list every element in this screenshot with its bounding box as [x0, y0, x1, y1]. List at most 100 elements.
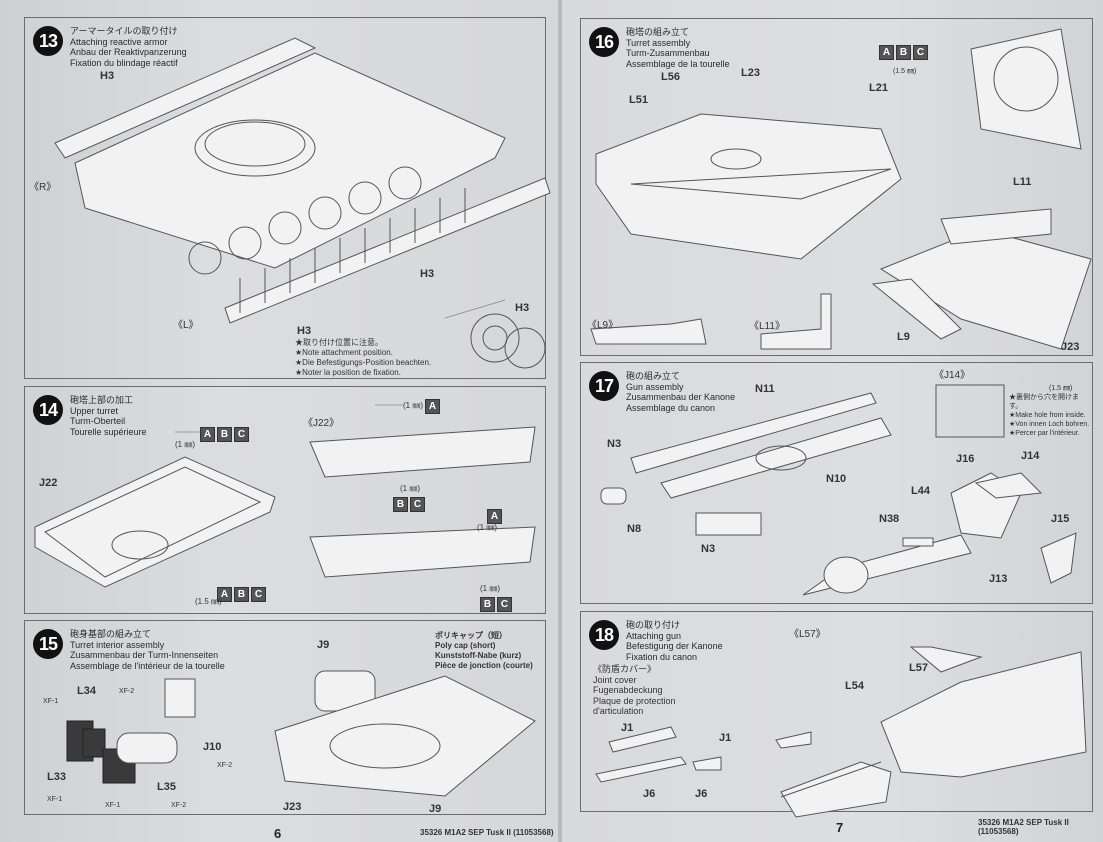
step-title-jp: 砲の組み立て: [626, 371, 681, 381]
part-label-l57: L57: [909, 662, 928, 674]
gun-attach-drawing: [595, 646, 1087, 818]
side-label-right: 《R》: [29, 182, 57, 193]
step-title-de: Zusammenbau der Turm-Innenseiten: [70, 650, 219, 660]
step-title-fr: Tourelle supérieure: [70, 426, 147, 437]
polycap-note: ポリキャップ（短） Poly cap (short) Kunststoff-Na…: [435, 631, 533, 670]
step-title-de: Turm-Oberteil: [70, 416, 126, 426]
step-title-jp: 砲塔上部の加工: [70, 395, 134, 405]
upper-turret-drawing: [34, 404, 536, 588]
part-label-n10: N10: [826, 473, 847, 485]
part-label-j1: J1: [621, 722, 634, 734]
drill-badge-a: A: [487, 509, 504, 524]
turret-interior-drawing: [66, 670, 536, 797]
part-label-j23: J23: [283, 801, 302, 813]
step-number-badge: 13: [33, 26, 63, 56]
drill-size-15mm: (1.5 ㎜): [195, 597, 222, 606]
paint-xf1: XF-1: [47, 796, 63, 803]
footer-left: 35326 M1A2 SEP Tusk II (11053568): [420, 828, 554, 837]
step-title-jp: アーマータイルの取り付け: [70, 26, 178, 36]
drill-size-15mm: (1.5 ㎜): [893, 68, 917, 75]
part-label-h3: H3: [515, 302, 530, 314]
step-title-en: Attaching reactive armor: [70, 36, 168, 47]
part-label-l35: L35: [157, 781, 176, 793]
drill-size-1mm: (1 ㎜): [175, 440, 195, 449]
drill-badge-a: A: [425, 399, 442, 414]
step-number-badge: 15: [33, 629, 63, 659]
drill-size-1mm: (1 ㎜): [480, 584, 500, 593]
drill-size-1mm: (1 ㎜): [403, 401, 423, 410]
turret-assembly-drawing: [590, 28, 1092, 350]
step-title-fr: Fixation du canon: [626, 651, 698, 662]
part-label-j10: J10: [203, 741, 222, 753]
part-label-h3: H3: [420, 268, 435, 280]
part-label-n11: N11: [755, 383, 775, 395]
part-label-j6: J6: [695, 788, 708, 800]
part-label-h3: H3: [297, 325, 312, 337]
step-title-jp: 砲の取り付け: [626, 620, 681, 630]
step-title-de: Zusammenbau der Kanone: [626, 392, 736, 402]
page-number-left: 6: [274, 826, 282, 841]
part-label-l23: L23: [741, 67, 760, 79]
paint-xf2: XF-2: [171, 802, 187, 809]
step-title-en: Turret assembly: [626, 37, 691, 48]
attachment-note: ★取り付け位置に注意。 ★Note attachment position. ★…: [295, 338, 432, 377]
step-title-en: Attaching gun: [626, 630, 682, 641]
part-label-n38: N38: [879, 513, 900, 525]
step-15-panel: 15 砲身基部の組み立て Turret interior assembly Zu…: [24, 620, 546, 815]
tank-hull-drawing: [54, 37, 551, 369]
step-number-badge: 18: [589, 620, 619, 650]
step-title-de: Turm-Zusammenbau: [626, 48, 710, 58]
step-14-panel: 14 砲塔上部の加工 Upper turret Turm-Oberteil To…: [24, 386, 546, 614]
sub-label-l11: 《L11》: [749, 321, 785, 332]
part-label-n3: N3: [701, 543, 716, 555]
step-title-fr: Assemblage de la tourelle: [626, 58, 730, 69]
joint-cover-note: 《防盾カバー》 Joint cover Fugenabdeckung Plaqu…: [593, 664, 676, 716]
step-13-panel: 13 アーマータイルの取り付け Attaching reactive armor…: [24, 17, 551, 379]
step-number-badge: 16: [589, 27, 619, 57]
part-label-j1: J1: [719, 732, 732, 744]
step-title-de: Befestigung der Kanone: [626, 641, 723, 651]
step-title-de: Anbau der Reaktivpanzerung: [70, 47, 187, 57]
part-label-l44: L44: [911, 485, 930, 497]
step-title-en: Upper turret: [70, 405, 119, 416]
part-label-l21: L21: [869, 82, 888, 94]
part-label-l9: L9: [897, 331, 910, 343]
step-title-fr: Assemblage de l'intérieur de la tourelle: [70, 660, 225, 671]
step-title-fr: Assemblage du canon: [626, 402, 716, 413]
part-label-l33: L33: [47, 771, 66, 783]
part-label-j15: J15: [1051, 513, 1070, 525]
book-spine: [558, 0, 564, 842]
drill-size-15mm: (1.5 ㎜): [1049, 385, 1073, 392]
part-label-l54: L54: [845, 680, 864, 692]
drill-size-1mm: (1 ㎜): [400, 484, 420, 493]
sub-label-l57: 《L57》: [789, 629, 826, 640]
part-label-j6: J6: [643, 788, 656, 800]
part-label-l56: L56: [661, 71, 680, 83]
part-label-j23: J23: [1061, 341, 1080, 353]
step-16-panel: 16 砲塔の組み立て Turret assembly Turm-Zusammen…: [580, 18, 1093, 356]
step-title-en: Turret interior assembly: [70, 639, 165, 650]
paint-xf1: XF-1: [43, 698, 59, 705]
step-number-badge: 14: [33, 395, 63, 425]
step-title-jp: 砲塔の組み立て: [626, 27, 690, 37]
gun-assembly-drawing: [600, 384, 1077, 596]
part-label-j22: J22: [39, 477, 58, 489]
page-number-right: 7: [836, 820, 844, 835]
paint-xf2: XF-2: [119, 688, 135, 695]
part-label-j14: J14: [1021, 450, 1040, 462]
part-label-j9: J9: [317, 639, 330, 651]
sub-label-j22: 《J22》: [303, 418, 340, 429]
sub-label-l9: 《L9》: [587, 320, 619, 331]
part-label-n3: N3: [607, 438, 622, 450]
part-label-l51: L51: [629, 94, 648, 106]
drill-size-1mm: (1 ㎜): [477, 523, 497, 532]
step-number-badge: 17: [589, 371, 619, 401]
step-18-panel: 18 砲の取り付け Attaching gun Befestigung der …: [580, 611, 1093, 818]
step-title-jp: 砲身基部の組み立て: [70, 629, 152, 639]
part-label-h3: H3: [100, 70, 115, 82]
